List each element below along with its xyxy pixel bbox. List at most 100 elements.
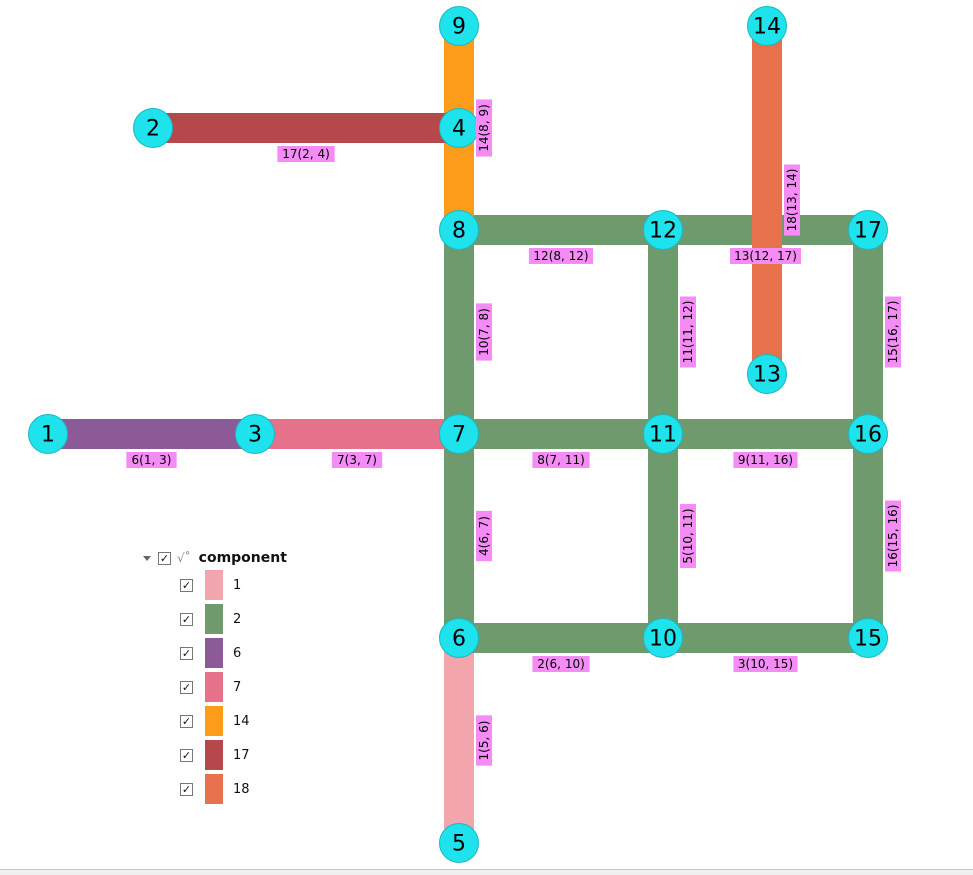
edge-label-bg [532,452,590,468]
node-circle[interactable] [848,414,888,454]
node-2[interactable]: 2 [133,108,173,148]
node-17[interactable]: 17 [848,210,888,250]
edge-label-bg [476,510,492,562]
node-circle[interactable] [439,618,479,658]
legend-item[interactable]: ✓2 [143,602,287,636]
node-14[interactable]: 14 [747,6,787,46]
node-label: 11 [649,423,677,448]
node-label: 4 [452,117,466,142]
legend-item[interactable]: ✓ 17 [143,738,287,772]
edge-label: 4(6, 7) [476,510,492,562]
edge-label-text: 7(3, 7) [337,453,377,467]
edge-label: 13(12, 17) [730,248,801,264]
edge-label-bg [885,500,901,572]
node-12[interactable]: 12 [643,210,683,250]
edge-label: 8(7, 11) [532,452,590,468]
node-circle[interactable] [439,210,479,250]
node-11[interactable]: 11 [643,414,683,454]
legend-swatch [205,672,223,702]
legend-item[interactable]: ✓6 [143,636,287,670]
node-1[interactable]: 1 [28,414,68,454]
node-4[interactable]: 4 [439,108,479,148]
edge-label-bg [680,296,696,368]
node-label: 16 [854,423,882,448]
node-8[interactable]: 8 [439,210,479,250]
node-3[interactable]: 3 [235,414,275,454]
edge-label-text: 1(5, 6) [477,721,491,761]
edge-label-text: 3(10, 15) [738,657,793,671]
edge-label: 1(5, 6) [476,715,492,766]
node-circle[interactable] [439,6,479,46]
node-6[interactable]: 6 [439,618,479,658]
legend-item[interactable]: ✓7 [143,670,287,704]
legend-checkbox[interactable]: ✓ [180,680,193,694]
legend-checkbox[interactable]: ✓ [180,578,193,592]
legend-checkbox[interactable]: ✓ [180,748,193,762]
legend-checkbox[interactable]: ✓ [180,612,193,626]
node-circle[interactable] [133,108,173,148]
legend-label: 1 [233,577,242,593]
node-15[interactable]: 15 [848,618,888,658]
node-circle[interactable] [28,414,68,454]
bottom-border [0,869,973,875]
node-label: 2 [146,117,160,142]
node-circle[interactable] [643,210,683,250]
edge-label-bg [331,452,383,468]
node-circle[interactable] [747,354,787,394]
edge-label-text: 10(7, 8) [477,308,491,356]
node-7[interactable]: 7 [439,414,479,454]
node-circle[interactable] [848,210,888,250]
legend-item[interactable]: ✓18 [143,772,287,806]
node-circle[interactable] [439,414,479,454]
edge-label: 5(10, 11) [680,503,696,569]
node-label: 10 [649,627,677,652]
edge-label-text: 11(11, 12) [681,301,695,364]
node-circle[interactable] [747,6,787,46]
node-circle[interactable] [848,618,888,658]
node-label: 12 [649,219,677,244]
node-10[interactable]: 10 [643,618,683,658]
node-label: 8 [452,219,466,244]
legend-checkbox[interactable]: ✓ [180,782,193,796]
edge-label: 7(3, 7) [331,452,383,468]
node-5[interactable]: 5 [439,823,479,863]
edge-label: 17(2, 4) [277,146,335,162]
node-label: 6 [452,627,466,652]
legend-item[interactable]: ✓1 [143,568,287,602]
edge-label-text: 8(7, 11) [537,453,585,467]
legend-checkbox[interactable]: ✓ [180,714,193,728]
edge-label-text: 9(11, 16) [738,453,793,467]
layer-legend: ✓ √˚ component ✓1✓2✓6✓7✓14✓17✓18 [143,548,287,806]
node-circle[interactable] [439,823,479,863]
edge-label-bg [885,296,901,368]
edge-label-text: 6(1, 3) [132,453,172,467]
edge-label: 3(10, 15) [733,656,798,672]
legend-layer-row[interactable]: ✓ √˚ component [143,548,287,568]
line-layer-icon: √˚ [177,551,191,565]
edge-label-text: 12(8, 12) [533,249,588,263]
node-circle[interactable] [643,618,683,658]
node-label: 7 [452,423,466,448]
node-13[interactable]: 13 [747,354,787,394]
edge-label-bg [733,656,798,672]
legend-swatch [205,740,223,770]
edge-label-bg [730,248,801,264]
node-16[interactable]: 16 [848,414,888,454]
edge-label-text: 4(6, 7) [477,516,491,556]
node-label: 5 [452,832,466,857]
collapse-arrow-icon[interactable] [143,555,151,561]
legend-item[interactable]: ✓14 [143,704,287,738]
edge-label-bg [528,248,594,264]
edge-label-bg [733,452,798,468]
node-circle[interactable] [643,414,683,454]
legend-label: 6 [233,645,242,661]
node-circle[interactable] [235,414,275,454]
node-9[interactable]: 9 [439,6,479,46]
legend-checkbox[interactable]: ✓ [180,646,193,660]
legend-label: 17 [233,747,250,763]
node-label: 13 [753,363,781,388]
edge-label-bg [476,303,492,361]
layer-checkbox[interactable]: ✓ [158,551,171,565]
edge-label-text: 13(12, 17) [734,249,797,263]
